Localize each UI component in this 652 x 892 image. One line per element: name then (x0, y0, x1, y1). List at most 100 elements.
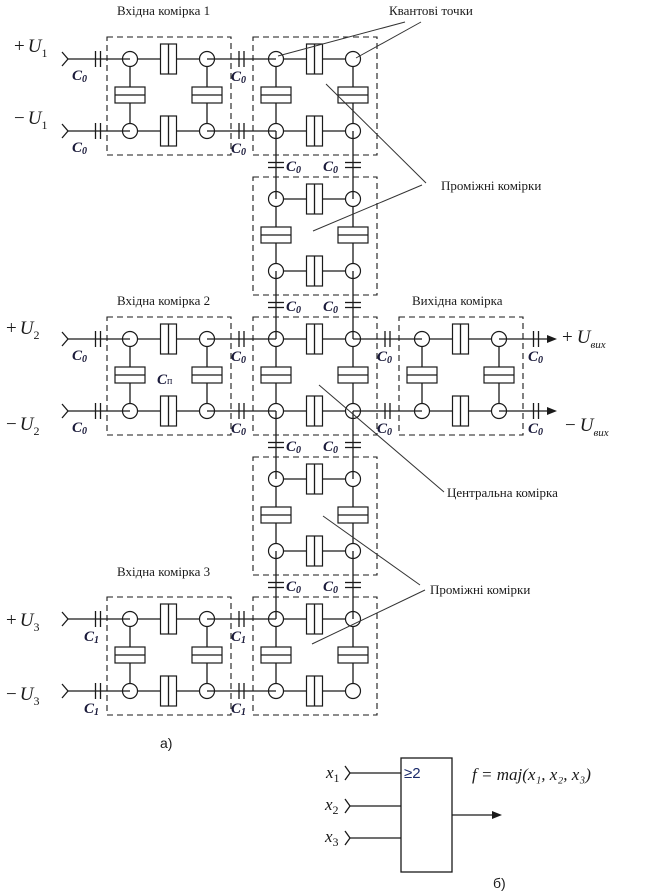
central-cell-label: Центральна комірка (447, 485, 558, 500)
output-arrow-icon (547, 407, 557, 415)
cell-boundary (106, 596, 232, 716)
input-x2-label: x2 (324, 795, 339, 817)
capacitor-icon (238, 683, 245, 699)
capacitor-label: C0 (377, 421, 392, 438)
quantum-dot-icon (344, 50, 362, 68)
capacitor-label: C0 (286, 579, 301, 596)
intermediate-cells-leader (311, 589, 426, 645)
majority-gate: ≥2 x1 x2 x3 f = maj(x₁, x₂, x₃) (324, 757, 591, 873)
capacitor-label: C0 (72, 68, 87, 85)
intermediate-cells-label-top: Проміжні комірки (441, 178, 541, 193)
cp-label: Cп (157, 372, 173, 388)
central-cell (252, 316, 378, 436)
majority-function-label: f = maj(x₁, x₂, x₃) (472, 765, 591, 784)
column-cell-1 (252, 176, 378, 296)
input-plus-u2-label: +U2 (6, 318, 39, 342)
input-terminal-icon (61, 51, 69, 67)
input-x2-terminal-icon (344, 798, 351, 814)
input-x3-label: x3 (324, 827, 339, 849)
quantum-dots-label: Квантові точки (389, 3, 473, 18)
capacitor-icon (268, 161, 284, 169)
intermediate-cells-leader (322, 515, 421, 586)
input-cell-2-label: Вхідна комірка 2 (117, 293, 210, 308)
capacitor-label: C0 (528, 421, 543, 438)
input-terminal-icon (61, 331, 69, 347)
capacitor-label: C1 (84, 701, 99, 718)
leader-lines-layer (277, 21, 445, 645)
capacitor-icon (384, 403, 391, 419)
intermediate-cells-leader (325, 83, 427, 184)
input-plus-u1-label: +U1 (14, 36, 47, 60)
capacitor-icon (345, 161, 361, 169)
output-arrow-icon (492, 811, 502, 819)
cell-boundary (252, 596, 378, 716)
output-cell-label: Вихідна комірка (412, 293, 503, 308)
column-cell-4 (252, 596, 378, 716)
ports-layer (61, 51, 557, 699)
input-terminal-icon (61, 683, 69, 699)
quantum-dots-leader (277, 21, 406, 57)
input-minus-u1-label: −U1 (14, 108, 47, 132)
capacitor-icon (345, 581, 361, 589)
cell-boundary (252, 316, 378, 436)
capacitor-label: C0 (286, 439, 301, 456)
cell-boundary (398, 316, 524, 436)
input-x1-terminal-icon (344, 765, 351, 781)
input-minus-u2-label: −U2 (6, 414, 39, 438)
capacitor-icon (238, 611, 245, 627)
input-cell-2 (106, 316, 232, 436)
capacitor-label: C0 (323, 439, 338, 456)
input-terminal-icon (61, 403, 69, 419)
capacitor-label: C0 (323, 299, 338, 316)
input-minus-u3-label: −U3 (6, 684, 39, 708)
intermediate-cells-label-bottom: Проміжні комірки (430, 582, 530, 597)
capacitor-label: C0 (231, 421, 246, 438)
gate-threshold-label: ≥2 (404, 765, 421, 782)
column-cell-3 (252, 456, 378, 576)
column-cell-0 (252, 36, 378, 156)
capacitor-label: C0 (323, 579, 338, 596)
output-minus-uvyh-label: −Uвих (565, 415, 609, 439)
cell-boundary (252, 176, 378, 296)
central-cell-leader (318, 384, 445, 493)
capacitor-label: C1 (231, 629, 246, 646)
capacitor-icon (238, 331, 245, 347)
cell-boundary (106, 316, 232, 436)
capacitor-label: C1 (84, 629, 99, 646)
capacitor-label: C0 (72, 348, 87, 365)
capacitor-icon (268, 301, 284, 309)
capacitor-label: C0 (231, 349, 246, 366)
input-cell-1-label: Вхідна комірка 1 (117, 3, 210, 18)
capacitor-label: C0 (528, 349, 543, 366)
input-x3-terminal-icon (344, 830, 351, 846)
capacitor-icon (238, 403, 245, 419)
capacitor-icon (345, 441, 361, 449)
capacitor-icon (384, 331, 391, 347)
output-plus-uvyh-label: +Uвих (562, 327, 606, 351)
input-terminal-icon (61, 611, 69, 627)
capacitor-label: C0 (377, 349, 392, 366)
quantum-dots-leader (355, 21, 422, 59)
capacitor-icon (268, 441, 284, 449)
capacitor-icon (238, 51, 245, 67)
capacitor-label: C0 (323, 159, 338, 176)
capacitor-label: C0 (231, 141, 246, 158)
capacitor-label: C0 (231, 69, 246, 86)
input-cell-1 (106, 36, 232, 156)
cells-layer (106, 36, 524, 716)
capacitor-icon (268, 581, 284, 589)
capacitor-label: C1 (231, 701, 246, 718)
input-plus-u3-label: +U3 (6, 610, 39, 634)
capacitor-label: C0 (72, 420, 87, 437)
figure-b-caption: б) (493, 875, 506, 891)
input-x1-label: x1 (325, 763, 340, 785)
capacitor-label: C0 (286, 299, 301, 316)
input-cell-3 (106, 596, 232, 716)
output-arrow-icon (547, 335, 557, 343)
capacitor-label: C0 (72, 140, 87, 157)
figure-a-caption: а) (160, 735, 172, 751)
cell-boundary (252, 36, 378, 156)
input-terminal-icon (61, 123, 69, 139)
